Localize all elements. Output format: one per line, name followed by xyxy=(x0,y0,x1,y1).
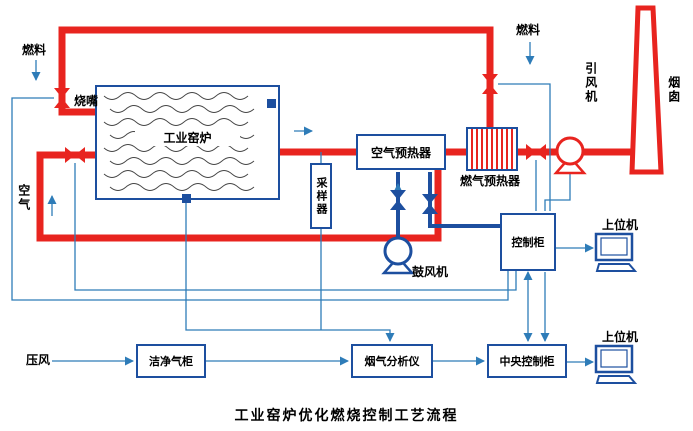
blower-icon xyxy=(381,236,415,275)
valve-icon xyxy=(526,144,546,160)
computer-icon xyxy=(594,344,638,384)
gas-preheater-label: 燃气预热器 xyxy=(460,174,521,188)
clean-gas-cabinet-box: 洁净气柜 xyxy=(136,344,206,378)
valves xyxy=(54,74,546,214)
sampler-box: 采样器 xyxy=(310,163,332,229)
pipe-fuel-loop xyxy=(58,26,494,127)
diagram-title: 工业窑炉优化燃烧控制工艺流程 xyxy=(234,407,459,423)
control-cabinet-label: 控制柜 xyxy=(511,237,545,249)
valve-icon xyxy=(54,88,70,108)
induced-fan-label: 引风机 xyxy=(583,62,598,104)
valve-icon xyxy=(390,190,406,210)
signal-lines xyxy=(11,83,594,367)
valve-icon xyxy=(482,74,498,94)
valve-icon xyxy=(422,194,438,214)
blower-label: 鼓风机 xyxy=(412,265,449,279)
chimney-shape xyxy=(629,5,664,175)
clean-gas-cabinet-label: 洁净气柜 xyxy=(149,356,193,368)
sampler-label: 采样器 xyxy=(315,176,327,216)
control-cabinet-box: 控制柜 xyxy=(500,213,556,271)
central-control-cabinet-box: 中央控制柜 xyxy=(487,344,567,378)
furnace-box xyxy=(95,85,280,200)
flame-lines xyxy=(103,92,255,191)
air-preheater-box: 空气预热器 xyxy=(356,134,446,170)
fuel-left-label: 燃料 xyxy=(22,43,47,57)
gas-preheater-box xyxy=(466,127,518,171)
air-preheater-label: 空气预热器 xyxy=(370,145,431,160)
host-computer-top-label: 上位机 xyxy=(602,218,639,232)
computer-icon xyxy=(594,232,638,272)
host-computer-bottom-label: 上位机 xyxy=(602,330,639,344)
valve-icon xyxy=(65,147,85,163)
sensor-tap xyxy=(267,99,276,108)
central-control-cabinet-label: 中央控制柜 xyxy=(499,356,555,368)
burner-label: 烧嘴 xyxy=(74,94,99,108)
fuel-right-label: 燃料 xyxy=(516,23,541,37)
furnace-label: 工业窑炉 xyxy=(135,129,240,146)
air-label: 空气 xyxy=(16,184,31,212)
flue-gas-analyzer-label: 烟气分析仪 xyxy=(364,356,420,368)
pipe-air-loop xyxy=(36,151,442,242)
chimney-label: 烟囱 xyxy=(666,76,681,104)
flue-gas-analyzer-box: 烟气分析仪 xyxy=(351,344,433,378)
compressed-air-label: 压风 xyxy=(26,353,51,367)
induced-fan-icon xyxy=(553,136,587,175)
